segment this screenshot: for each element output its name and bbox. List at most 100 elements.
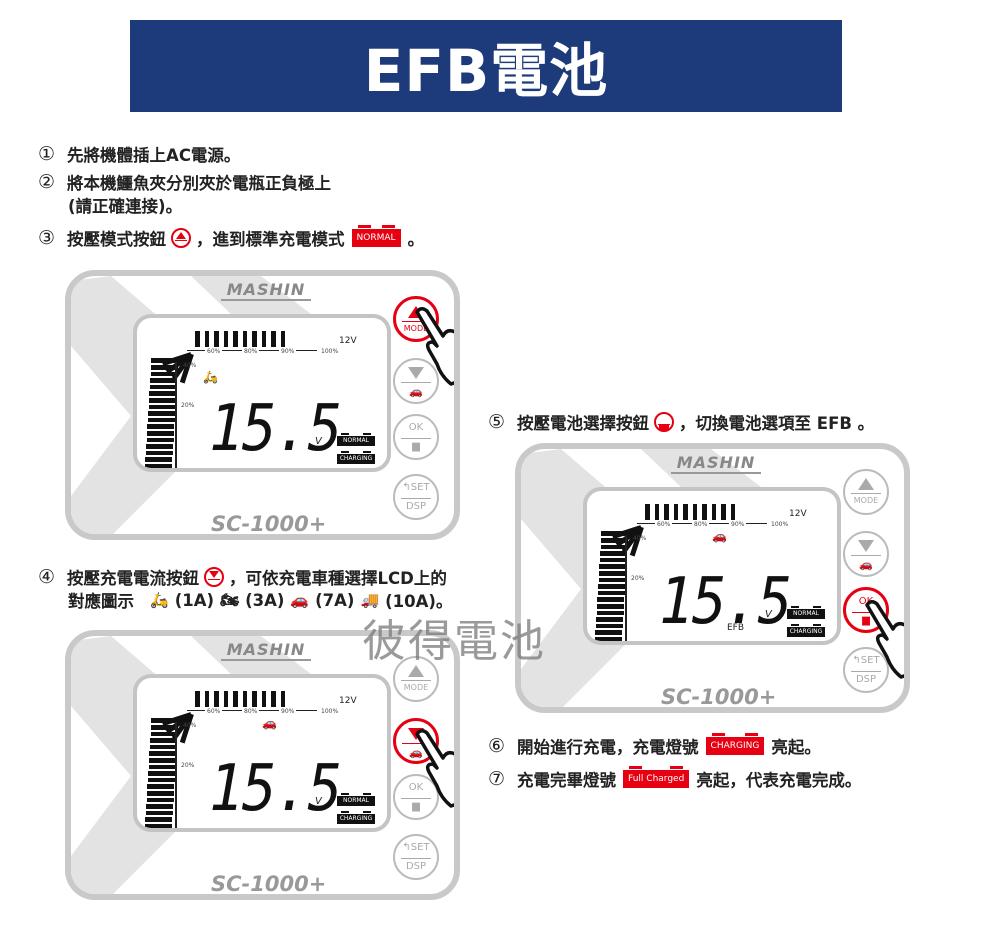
ok-button[interactable]: OK▆: [393, 414, 439, 460]
level-bar: [600, 544, 628, 550]
level-bar: [214, 691, 219, 707]
normal-badge: NORMAL: [351, 225, 401, 247]
level-bar: [271, 331, 276, 347]
car-icon: 🚗: [290, 591, 310, 609]
level-bar: [595, 637, 622, 641]
ok-label: OK: [408, 782, 424, 793]
charging-indicator: CHARGING: [337, 451, 375, 464]
level-bar: [146, 444, 174, 449]
level-bar: [145, 810, 173, 816]
level-bar: [721, 504, 726, 520]
voltage-unit: V: [315, 796, 322, 807]
current-7a: (7A): [315, 590, 355, 610]
level-bar: [271, 691, 276, 707]
mode-button-icon: [171, 228, 192, 248]
step-text: 先將機體插上AC電源。: [67, 146, 241, 165]
level-bar: [150, 378, 178, 383]
charger-device-ok: MASHIN 12V 20% 40% 60% 80% 90% 100% 🚗 15…: [515, 443, 910, 713]
car-icon: 🚗: [262, 716, 277, 730]
level-bar: [145, 457, 173, 462]
step-2-cont: (請正確連接)。: [68, 193, 182, 217]
level-bar: [595, 623, 623, 629]
normal-indicator: NORMAL: [337, 433, 375, 446]
level-bar: [242, 691, 247, 707]
level-bar: [233, 331, 238, 347]
current-button-icon: [204, 567, 225, 587]
ok-button[interactable]: OK▆: [843, 587, 889, 633]
level-bar: [599, 564, 627, 569]
level-bar: [149, 391, 177, 396]
level-bar: [702, 504, 707, 520]
level-bar: [149, 398, 176, 403]
level-bar: [599, 571, 626, 576]
voltage-reading: 15.5: [209, 392, 342, 466]
current-button[interactable]: 🚗: [393, 718, 439, 764]
level-bar: [261, 331, 266, 347]
level-bar: [252, 691, 257, 707]
level-bar: [683, 504, 688, 520]
charging-badge: CHARGING: [705, 733, 765, 755]
level-bar: [223, 691, 228, 707]
full-charged-badge: Full Charged: [623, 766, 690, 788]
level-bar: [242, 331, 247, 347]
level-bar: [147, 417, 175, 423]
step-number: ①: [38, 143, 56, 165]
mode-button[interactable]: MODE: [843, 469, 889, 515]
percent-label: 20%: [631, 575, 645, 582]
level-bar: [151, 725, 178, 730]
percent-label: 60%: [655, 521, 673, 528]
scooter-icon: 🛵: [203, 370, 218, 384]
ok-button[interactable]: OK▆: [393, 774, 439, 820]
level-bar: [148, 411, 176, 416]
level-bar: [597, 590, 625, 596]
level-bar: [148, 404, 176, 410]
voltage-unit: V: [315, 436, 322, 447]
mode-button[interactable]: MODE: [393, 656, 439, 702]
level-bar: [204, 331, 209, 347]
level-bar: [150, 731, 178, 737]
step-number: ⑤: [488, 411, 506, 433]
step-1: ① 先將機體插上AC電源。: [38, 142, 240, 166]
step-number: ④: [38, 566, 56, 588]
step-4-cont: 對應圖示🛵(1A)🏍(3A)🚗(7A)🚚(10A)。: [68, 588, 452, 612]
level-bar: [146, 804, 174, 809]
level-bar: [146, 797, 174, 803]
level-bar: [280, 691, 285, 707]
level-bar: [252, 331, 257, 347]
level-bar: [147, 431, 174, 436]
step-number: ⑦: [488, 768, 506, 790]
voltage-unit: V: [765, 609, 772, 620]
truck-icon: 🚚: [360, 591, 380, 609]
step-text: 開始進行充電，充電燈號: [517, 738, 699, 757]
level-bar: [730, 504, 735, 520]
ok-label: OK: [858, 596, 874, 607]
level-bar: [596, 617, 624, 622]
down-arrow-icon: [858, 540, 874, 552]
dsp-label: DSP: [405, 861, 427, 872]
normal-indicator: NORMAL: [337, 793, 375, 806]
level-bar: [149, 751, 177, 756]
level-bar: [645, 504, 650, 520]
car-icon: 🚗: [859, 558, 873, 571]
current-button[interactable]: 🚗: [843, 531, 889, 577]
step-text: 。: [407, 230, 425, 249]
level-bar: [149, 744, 177, 750]
percent-label: 100%: [319, 708, 341, 715]
dsp-label: DSP: [855, 674, 877, 685]
level-bar: [148, 771, 176, 776]
current-button[interactable]: 🚗: [393, 358, 439, 404]
level-bar: [598, 584, 626, 589]
percent-label: 60%: [205, 348, 223, 355]
brand-logo: MASHIN: [671, 453, 761, 474]
up-arrow-icon: [408, 306, 424, 318]
lcd-screen: 12V 20% 40% 60% 80% 90% 100% 🛵 15.5 V NO…: [133, 314, 391, 472]
charger-device-mode: MASHIN 12V 20% 40% 60% 80% 90% 100% 🛵 15…: [65, 270, 460, 540]
step-text: 按壓充電電流按鈕: [67, 569, 200, 588]
level-bar: [204, 691, 209, 707]
mode-button[interactable]: MODE: [393, 296, 439, 342]
